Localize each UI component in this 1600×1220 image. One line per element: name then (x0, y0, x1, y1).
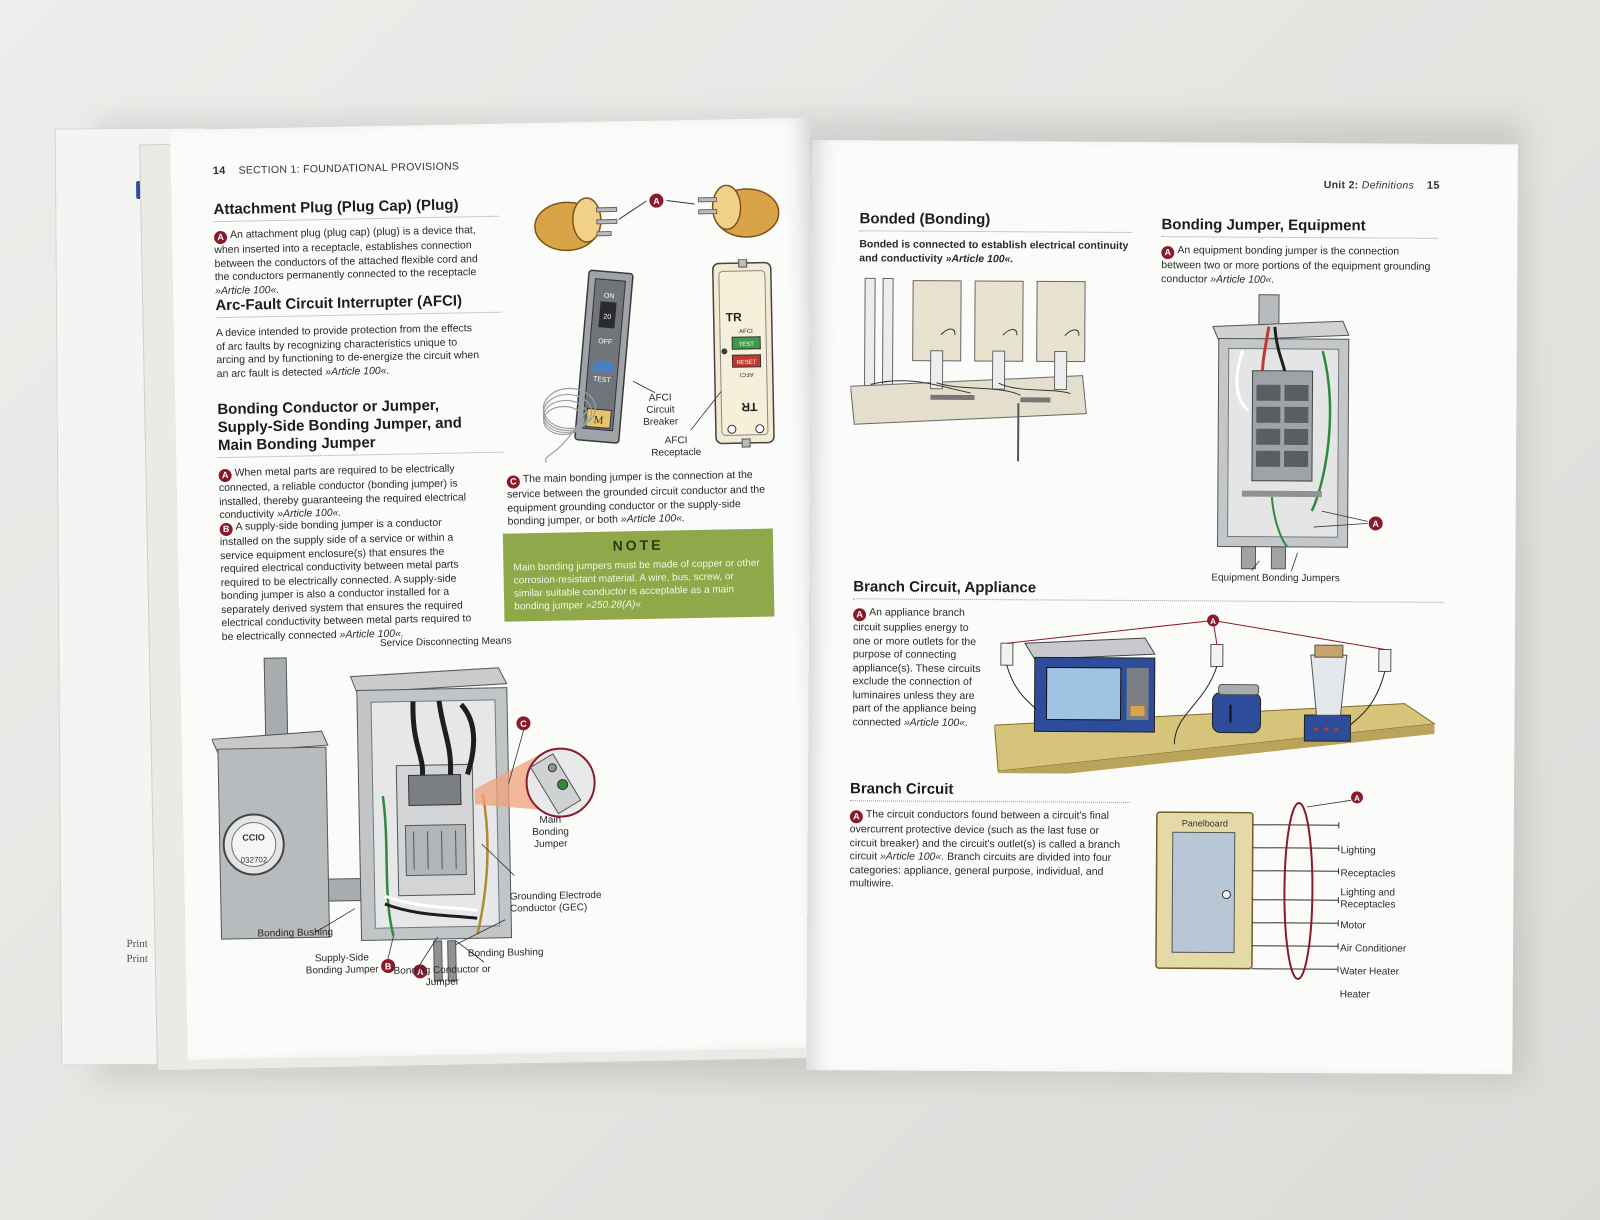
gec-label: Grounding Electrode Conductor (GEC) (509, 889, 602, 915)
left-page: 14 SECTION 1: FOUNDATIONAL PROVISIONS At… (170, 117, 828, 1060)
breaker-test-label: TEST (593, 376, 612, 385)
supply-side-bonding-label: Supply-Side Bonding Jumper (305, 952, 379, 977)
microwave (1024, 637, 1156, 733)
load-line (1252, 847, 1339, 849)
article-ref: Article 100 (220, 283, 271, 297)
bonding-conductor-label: Bonding Conductor or Jumper (393, 963, 491, 989)
equipment-bonding-diagram: A (1201, 290, 1403, 572)
load-label: Motor (1340, 920, 1366, 932)
afci-heading: Arc-Fault Circuit Interrupter (AFCI) (215, 292, 463, 315)
load-line (1252, 824, 1339, 826)
note-box: NOTE Main bonding jumpers must be made o… (502, 528, 775, 622)
section-title: SECTION 1: FOUNDATIONAL PROVISIONS (238, 160, 460, 177)
receptacle-afci-label: AFCI (739, 329, 753, 335)
afci-receptacle: TR AFCI TEST RESET AFCI TR (712, 258, 775, 448)
afci-breaker-label: AFCI Circuit Breaker (643, 392, 679, 428)
afci-illustration: ON 20 OFF TEST M TR AFCI (533, 258, 807, 473)
unit-label: Unit 2: (1323, 179, 1359, 192)
service-diagram: CCIO 032702 (210, 641, 627, 999)
receptacle-test-label: TEST (739, 342, 755, 348)
plug-illustration: A (526, 176, 787, 261)
load-label: Lighting (1340, 845, 1376, 857)
bonding-bushing-left-label: Bonding Bushing (257, 927, 334, 940)
meter-brand: CCIO (242, 832, 265, 842)
marker-a: A (417, 967, 424, 977)
load-line (1251, 968, 1338, 970)
marker-c: C (520, 719, 527, 729)
load-label: Heater (1339, 989, 1370, 1001)
right-page-number: 15 (1426, 179, 1440, 192)
load-label: Water Heater (1339, 966, 1400, 978)
rule (1161, 236, 1438, 239)
main-bonding-jumper-label: Main Bonding Jumper (532, 814, 569, 851)
pigtail-wire (542, 387, 597, 464)
load-label: Lighting and Receptacles (1340, 887, 1396, 911)
left-running-head: 14 SECTION 1: FOUNDATIONAL PROVISIONS (213, 160, 460, 177)
marker-b: B (385, 961, 392, 971)
breaker-off-label: OFF (598, 338, 613, 346)
bonding-bushing-right-label: Bonding Bushing (467, 946, 544, 960)
attachment-plug-heading: Attachment Plug (Plug Cap) (Plug) (213, 196, 459, 219)
breaker-amps: 20 (603, 314, 611, 322)
afci-receptacle-label: AFCI Receptacle (651, 435, 702, 459)
branch-circuit-diagram: Panelboard A (1152, 790, 1453, 982)
bonded-text: Bonded is connected to establish electri… (859, 238, 1129, 265)
branch-appliance-heading: Branch Circuit, Appliance (853, 578, 1037, 597)
cover-print-text: Print Print (126, 937, 148, 966)
load-line (1252, 870, 1339, 872)
load-lines (1251, 822, 1340, 973)
rule (849, 800, 1130, 803)
tr-label-flipped: TR (741, 400, 758, 414)
load-line (1252, 922, 1339, 924)
meter-number: 032702 (241, 855, 268, 865)
bonded-diagram (850, 274, 1141, 466)
toaster (1211, 684, 1262, 734)
afci-text: A device intended to provide protection … (215, 322, 480, 380)
afci-breaker: ON 20 OFF TEST M (574, 269, 634, 444)
unit-title: Definitions (1361, 179, 1415, 192)
bonding-conductor-heading: Bonding Conductor or Jumper, Supply-Side… (217, 396, 463, 455)
right-page: Unit 2: Definitions 15 Bonded (Bonding) … (806, 140, 1518, 1075)
receptacle-afci-flipped: AFCI (740, 371, 754, 377)
rule (853, 598, 1444, 603)
blender (1303, 644, 1351, 742)
note-text: Main bonding jumpers must be made of cop… (513, 557, 760, 613)
load-label: Air Conditioner (1340, 943, 1407, 955)
rule (859, 230, 1132, 233)
marker-a: A (213, 230, 228, 245)
panelboard-label: Panelboard (1182, 818, 1228, 828)
left-page-number: 14 (212, 164, 226, 178)
breaker-on-label: ON (604, 292, 615, 300)
marker-a: A (653, 196, 660, 206)
appliance-diagram: A (994, 613, 1445, 776)
service-panel (349, 667, 513, 982)
load-label: Receptacles (1340, 868, 1396, 880)
receptacle-reset-label: RESET (737, 360, 757, 366)
right-running-head: Unit 2: Definitions 15 (1324, 179, 1440, 192)
marker-a: A (1372, 519, 1379, 529)
bonded-heading: Bonded (Bonding) (859, 210, 991, 229)
load-line (1252, 899, 1339, 901)
marker-a: A (1210, 617, 1216, 626)
load-line (1252, 945, 1339, 947)
equipment-bonding-jumpers-label: Equipment Bonding Jumpers (1211, 572, 1340, 585)
meter-box: CCIO 032702 (210, 730, 331, 940)
breaker-brand: M (593, 414, 604, 427)
plug-right (697, 184, 780, 238)
branch-circuit-heading: Branch Circuit (849, 780, 954, 798)
bonding-jumper-equipment-heading: Bonding Jumper, Equipment (1161, 216, 1366, 235)
marker-a: A (1354, 794, 1360, 803)
plug-left (534, 197, 618, 252)
tr-label: TR (726, 310, 743, 324)
